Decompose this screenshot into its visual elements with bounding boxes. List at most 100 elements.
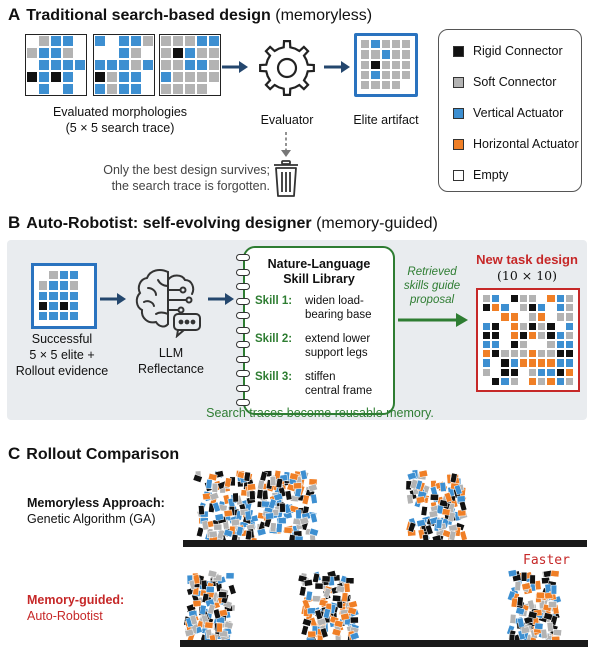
rigid-voxel [527, 321, 538, 331]
soft-voxel [172, 83, 184, 95]
rigid-voxel [279, 502, 286, 513]
morphology-grid-1 [25, 34, 87, 96]
horizontal-voxel [443, 491, 453, 503]
vertical-voxel [223, 528, 234, 538]
notebook-spiral-ring [236, 297, 250, 305]
empty-voxel [74, 47, 86, 59]
rigid-voxel [26, 71, 38, 83]
rigid-voxel [449, 472, 458, 484]
vertical-voxel [196, 59, 208, 71]
row-2-label-sub: Auto-Robotist [27, 609, 103, 623]
soft-voxel [548, 601, 557, 608]
gear-icon [259, 40, 315, 96]
soft-voxel [518, 321, 528, 331]
notebook-spiral-ring [236, 384, 250, 392]
rigid-voxel [172, 47, 184, 59]
soft-voxel [401, 39, 412, 50]
rigid-voxel [275, 477, 284, 489]
soft-voxel [160, 47, 172, 59]
empty-voxel [208, 83, 220, 95]
rigid-voxel [196, 526, 205, 538]
rigid-voxel [500, 358, 510, 368]
legend-item-horizontal: Horizontal Actuator [453, 137, 579, 151]
rigid-voxel [564, 349, 574, 359]
row-2-label: Memory-guided: Auto-Robotist [27, 592, 124, 624]
soft-voxel [360, 80, 371, 91]
vertical-voxel [118, 71, 130, 83]
elite-artifact-frame [354, 33, 418, 97]
soft-voxel [537, 376, 547, 386]
soft-voxel [209, 491, 220, 501]
vertical-voxel [50, 35, 62, 47]
soft-voxel [564, 376, 574, 386]
soft-voxel [208, 59, 220, 71]
soft-voxel [518, 303, 528, 313]
vertical-voxel [235, 525, 244, 537]
rigid-voxel [192, 473, 203, 483]
vertical-voxel [309, 512, 318, 524]
soft-voxel [216, 528, 226, 540]
empty-voxel [482, 312, 492, 322]
rigid-voxel [212, 608, 222, 620]
soft-voxel [257, 479, 265, 491]
horizontal-voxel [564, 367, 574, 377]
retrieved-line-1: Retrieved [407, 266, 457, 278]
soft-voxel [555, 312, 565, 322]
notebook-spiral-ring [236, 283, 250, 290]
notebook-spiral-ring [236, 399, 250, 406]
rigid-voxel [232, 492, 239, 503]
vertical-voxel [435, 518, 443, 529]
rigid-voxel [303, 579, 314, 587]
section-a-title-rest: (memoryless) [270, 7, 373, 24]
soft-voxel [184, 35, 196, 47]
soft-voxel [552, 628, 562, 637]
empty-voxel [74, 71, 86, 83]
vertical-voxel [160, 71, 172, 83]
vertical-voxel [380, 49, 391, 60]
horizontal-voxel [204, 621, 214, 629]
soft-voxel [196, 47, 208, 59]
soft-voxel [448, 523, 458, 533]
vertical-voxel [517, 617, 525, 628]
soft-voxel [527, 294, 538, 304]
empty-voxel [518, 367, 528, 377]
empty-voxel [500, 330, 510, 340]
vertical-voxel [130, 83, 142, 95]
section-a-letter: A [8, 5, 21, 24]
horizontal-voxel [546, 294, 556, 304]
soft-voxel [62, 47, 74, 59]
vertical-voxel [50, 47, 62, 59]
soft-voxel [316, 617, 327, 627]
vertical-voxel [416, 519, 426, 528]
empty-voxel [79, 270, 90, 281]
rigid-voxel [527, 610, 538, 620]
horizontal-voxel [418, 469, 429, 478]
empty-swatch [453, 169, 464, 181]
vertical-voxel [305, 590, 313, 602]
soft-voxel [38, 35, 50, 47]
vertical-voxel [94, 35, 106, 47]
rollout-robot [506, 569, 562, 643]
soft-voxel [509, 613, 517, 624]
vertical-voxel [507, 569, 518, 578]
rigid-voxel [546, 321, 556, 331]
empty-voxel [491, 367, 501, 377]
rigid-voxel [482, 303, 492, 313]
skill-1-line-2: bearing base [305, 309, 372, 321]
rigid-voxel [555, 349, 565, 359]
vertical-voxel [555, 303, 565, 313]
vertical-voxel [550, 584, 557, 595]
empty-voxel [94, 47, 106, 59]
soft-voxel [196, 71, 208, 83]
morphology-caption-line-2: (5 × 5 search trace) [65, 121, 175, 135]
horizontal-voxel [534, 580, 542, 591]
vertical-voxel [276, 522, 283, 533]
vertical-voxel [308, 527, 319, 537]
horizontal-voxel [537, 358, 547, 368]
notebook-spiral-ring [236, 341, 250, 348]
rigid-voxel [38, 300, 49, 312]
notebook-spiral-ring [236, 355, 250, 363]
soft-voxel [390, 80, 402, 91]
soft-voxel [208, 47, 220, 59]
empty-voxel [74, 35, 86, 47]
